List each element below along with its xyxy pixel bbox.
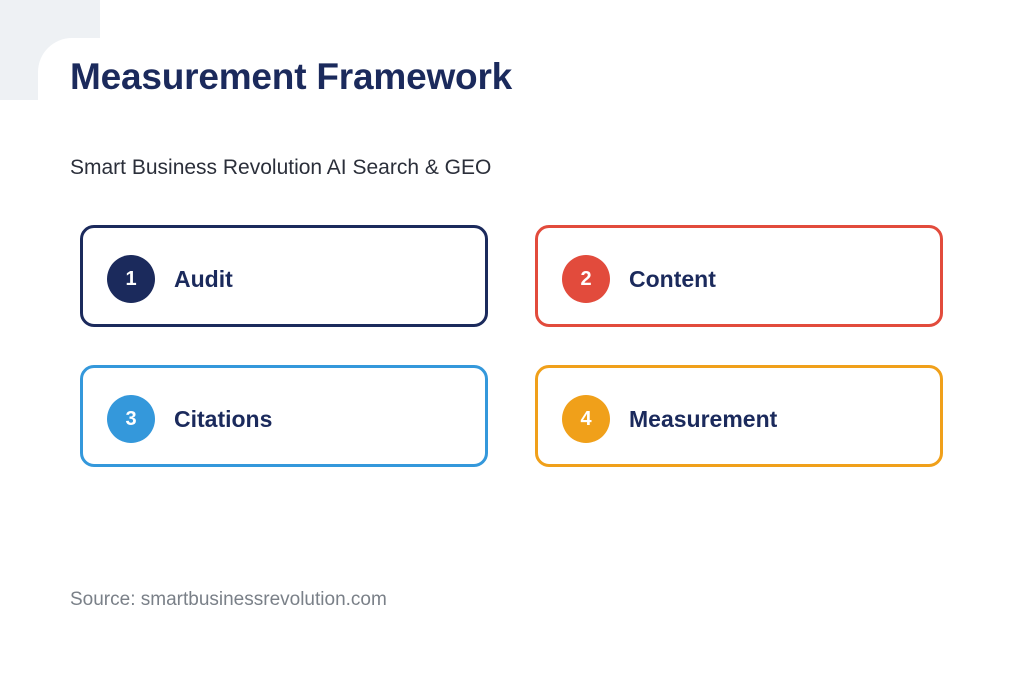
step-measurement: 4 Measurement — [535, 365, 943, 467]
source-note: Source: smartbusinessrevolution.com — [70, 589, 387, 610]
step-label: Content — [629, 266, 716, 292]
step-label: Measurement — [629, 406, 778, 432]
step-label: Audit — [174, 266, 233, 292]
step-number-badge: 4 — [562, 395, 610, 443]
step-number-badge: 1 — [107, 255, 155, 303]
step-citations: 3 Citations — [80, 365, 488, 467]
step-audit: 1 Audit — [80, 225, 488, 327]
step-content: 2 Content — [535, 225, 943, 327]
page-title: Measurement Framework — [70, 56, 513, 97]
step-number-badge: 2 — [562, 255, 610, 303]
page-subtitle: Smart Business Revolution AI Search & GE… — [70, 156, 492, 179]
step-label: Citations — [174, 406, 273, 432]
slide-card — [38, 38, 960, 645]
step-number-badge: 3 — [107, 395, 155, 443]
